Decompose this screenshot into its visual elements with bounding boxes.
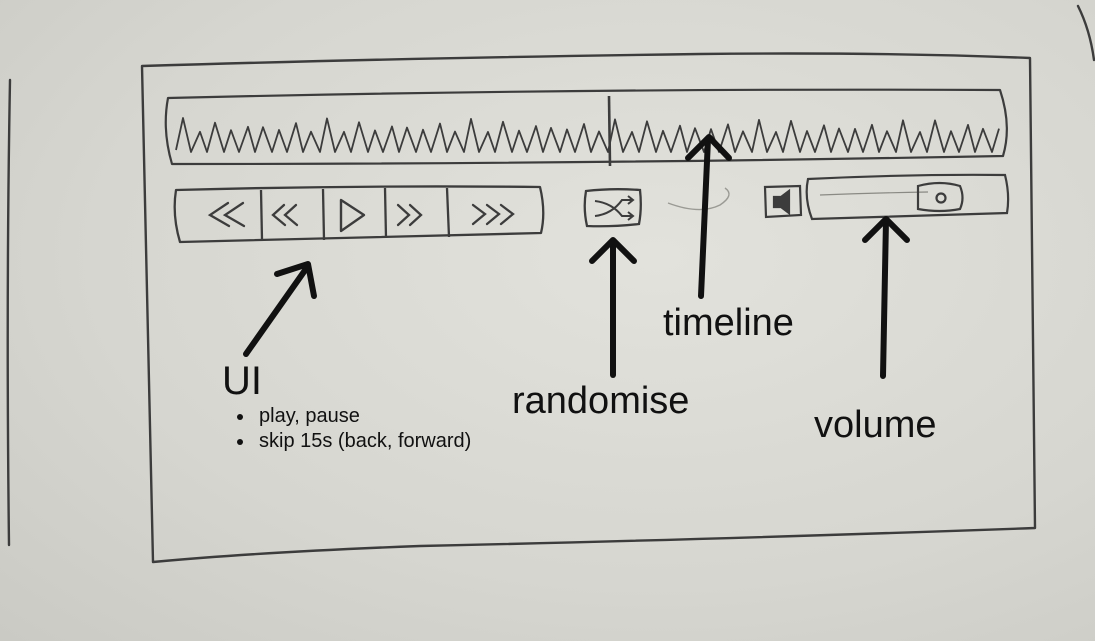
playback-controls [173,185,545,244]
timeline-waveform[interactable] [164,88,1008,167]
volume-annotation: volume [814,404,937,446]
mute-button[interactable] [763,184,803,219]
play-button[interactable] [339,198,366,233]
ui-notes-list: play, pause skip 15s (back, forward) [232,404,471,454]
fast-forward-button[interactable] [396,203,423,227]
shuffle-icon [594,195,635,221]
speaker-icon [772,188,791,216]
player-window-frame [140,52,1037,564]
arrow-ui [243,261,317,357]
ui-annotation-title: UI [222,359,262,403]
arrow-volume [862,216,910,379]
rewind-button[interactable] [271,203,299,227]
skip-back-15s-button[interactable] [207,201,246,228]
skip-forward-15s-button[interactable] [471,203,515,226]
timeline-annotation: timeline [663,302,794,344]
arrow-randomise [589,237,637,378]
ui-note-item: skip 15s (back, forward) [232,429,471,454]
volume-slider[interactable] [805,173,1010,221]
randomise-annotation: randomise [512,380,690,422]
ui-note-item: play, pause [232,404,471,429]
shuffle-button[interactable] [583,188,642,228]
volume-knob-icon [916,181,964,213]
arrow-timeline [685,134,732,299]
